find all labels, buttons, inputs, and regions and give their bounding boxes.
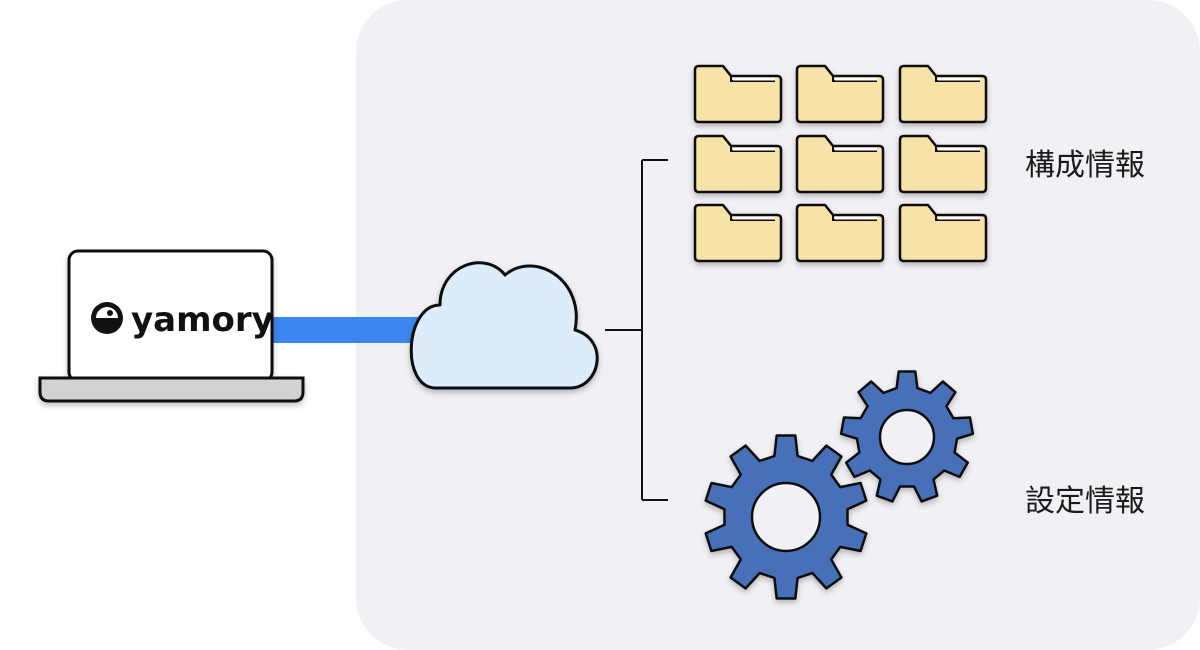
folder-icon — [795, 64, 885, 124]
folder-icon — [693, 134, 783, 194]
gear-group — [704, 370, 975, 600]
connection-line — [272, 317, 437, 343]
folder-icon — [898, 203, 988, 263]
config-info-label: 構成情報 — [1025, 148, 1145, 183]
tree-connector — [605, 159, 668, 501]
folder-icon — [693, 203, 783, 263]
gear-icon — [839, 370, 975, 503]
cloud-icon — [409, 261, 599, 390]
folder-icon — [795, 134, 885, 194]
folder-grid — [693, 64, 988, 263]
yamory-logo-mark — [91, 302, 123, 334]
folder-icon — [898, 64, 988, 124]
background-panel — [356, 0, 1200, 650]
gear-icon — [704, 434, 868, 600]
yamory-logo: yamory — [91, 300, 274, 340]
brand-name: yamory — [131, 300, 274, 340]
folder-icon — [693, 64, 783, 124]
folder-icon — [795, 203, 885, 263]
folder-icon — [898, 134, 988, 194]
settings-info-label: 設定情報 — [1025, 484, 1145, 519]
laptop-icon — [38, 249, 305, 403]
